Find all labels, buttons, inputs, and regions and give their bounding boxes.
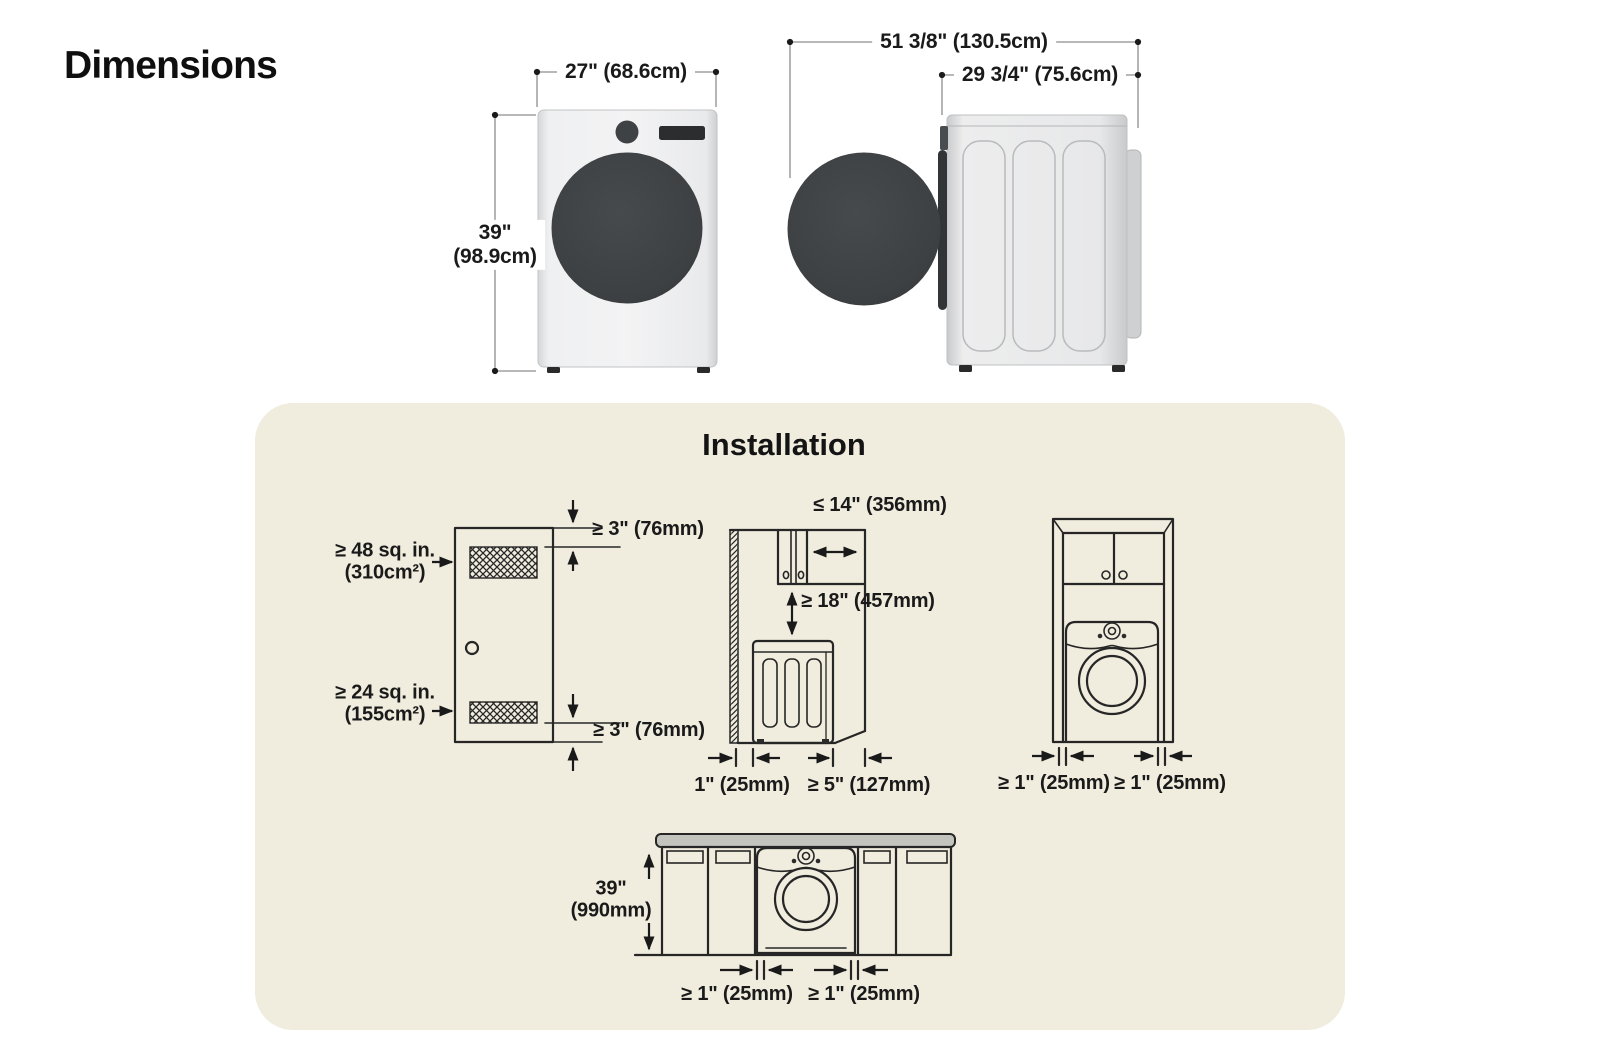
cabinet-knob: [1118, 570, 1128, 580]
cabinet-knob: [1101, 570, 1111, 580]
alcove-side-diagram: [708, 528, 892, 768]
wall: [729, 529, 739, 744]
washer-side-view: [786, 38, 1142, 372]
counter-height-mm: (990mm): [570, 899, 652, 921]
bottom-vent-area-imperial: ≥ 24 sq. in.: [335, 681, 435, 704]
control-panel: [659, 126, 705, 140]
washer-front: [1064, 620, 1160, 743]
alcove-rear-gap-label: 1" (25mm): [694, 774, 790, 797]
washer-front: [755, 846, 857, 955]
top-vent-area-imperial: ≥ 48 sq. in.: [335, 539, 435, 562]
bottom-vent-area-metric: (155cm²): [344, 703, 426, 725]
washer-door: [1077, 646, 1147, 716]
counter-right-gap-label: ≥ 1" (25mm): [808, 983, 920, 1006]
counter-height-label: 39" (990mm): [571, 878, 652, 921]
washer-door: [773, 866, 839, 932]
washer-foot: [547, 367, 560, 373]
door-hinge: [940, 126, 948, 150]
bottom-vent-area-label: ≥ 24 sq. in. (155cm²): [335, 682, 435, 725]
control-knob: [615, 120, 639, 144]
cabinet-knob: [797, 570, 805, 580]
washer-foot: [697, 367, 710, 373]
washer-door: [551, 152, 703, 304]
top-vent-area-metric: (310cm²): [344, 561, 426, 583]
drawer-front: [906, 850, 948, 864]
clearance-above-label: ≥ 18" (457mm): [801, 590, 935, 613]
washer-foot: [959, 365, 972, 372]
top-vent: [469, 546, 538, 579]
cabinet-depth-label: ≤ 14" (356mm): [813, 494, 947, 517]
page-title: Dimensions: [64, 44, 278, 87]
drawer-front: [863, 850, 891, 864]
door-knob: [464, 640, 480, 656]
closet-front-diagram: [1032, 517, 1192, 767]
bottom-vent: [469, 701, 538, 724]
open-door: [787, 152, 941, 306]
under-counter-diagram: [633, 833, 956, 981]
front-height-inches: 39": [478, 220, 512, 244]
control-knob: [1103, 622, 1121, 640]
depth-door-open-dimension-label: 51 3/8" (130.5cm): [872, 29, 1056, 55]
cabinet-knob: [782, 570, 790, 580]
closet-left-gap-label: ≥ 1" (25mm): [998, 772, 1110, 795]
door-vent-diagram: [432, 500, 621, 771]
alcove-front-gap-label: ≥ 5" (127mm): [807, 774, 931, 797]
vent-bottom-clearance-label: ≥ 3" (76mm): [593, 719, 705, 742]
drawer-front: [666, 850, 704, 864]
front-height-dimension-label: 39" (98.9cm): [445, 219, 545, 271]
countertop: [655, 833, 956, 848]
closet-right-gap-label: ≥ 1" (25mm): [1114, 772, 1226, 795]
top-vent-area-label: ≥ 48 sq. in. (310cm²): [335, 540, 435, 583]
front-width-dimension-label: 27" (68.6cm): [557, 59, 695, 85]
front-height-cm: (98.9cm): [453, 245, 537, 268]
counter-height-inches: 39": [595, 877, 627, 900]
control-knob: [797, 847, 815, 865]
washer-side: [751, 639, 835, 745]
installation-title: Installation: [702, 427, 866, 462]
depth-body-dimension-label: 29 3/4" (75.6cm): [953, 62, 1127, 88]
washer-front-view: [491, 68, 720, 375]
open-door-edge: [938, 150, 947, 310]
counter-left-gap-label: ≥ 1" (25mm): [681, 983, 793, 1006]
washer-foot: [1112, 365, 1125, 372]
vent-top-clearance-label: ≥ 3" (76mm): [592, 518, 704, 541]
drawer-front: [715, 850, 751, 864]
